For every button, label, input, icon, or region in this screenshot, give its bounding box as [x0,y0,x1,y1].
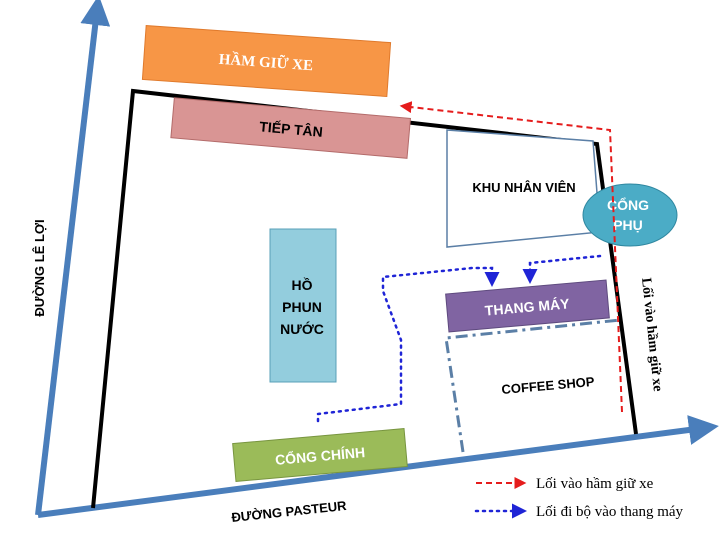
pasteur-street-label: ĐƯỜNG PASTEUR [231,498,348,525]
coffee-shop-label: COFFEE SHOP [501,374,595,397]
elevator-block: THANG MÁY [445,279,610,333]
side-gate-label-1: CỔNG [607,196,649,213]
legend-walkway-label: Lối đi bộ vào thang máy [536,504,684,520]
parking-entrance-route [399,101,623,413]
elevator-label: THANG MÁY [484,295,571,318]
legend-parking-label: Lối vào hầm giữ xe [536,476,654,492]
parking-garage-block: HẦM GIỮ XE [141,25,392,98]
fountain-label-1: HỒ [292,276,313,293]
reception-label: TIẾP TÂN [259,117,324,139]
pasteur-street-axis [37,415,719,518]
le-loi-street-label: ĐƯỜNG LÊ LỢI [32,219,47,316]
side-gate-label-2: PHỤ [613,217,643,233]
parking-route-label: Lối vào hầm giữ xe [638,277,665,392]
walkway-route-side [522,254,602,284]
fountain-label-2: PHUN [282,299,322,315]
coffee-shop-boundary [444,318,621,453]
le-loi-street-axis [35,0,111,516]
fountain-label-3: NƯỚC [280,320,324,337]
side-gate-ellipse [582,183,678,247]
reception-block: TIẾP TÂN [170,97,412,159]
main-gate-block: CỔNG CHÍNH [232,428,408,482]
walkway-route-main [316,266,500,423]
fountain-block [269,228,337,383]
staff-area-label: KHU NHÂN VIÊN [472,180,575,195]
